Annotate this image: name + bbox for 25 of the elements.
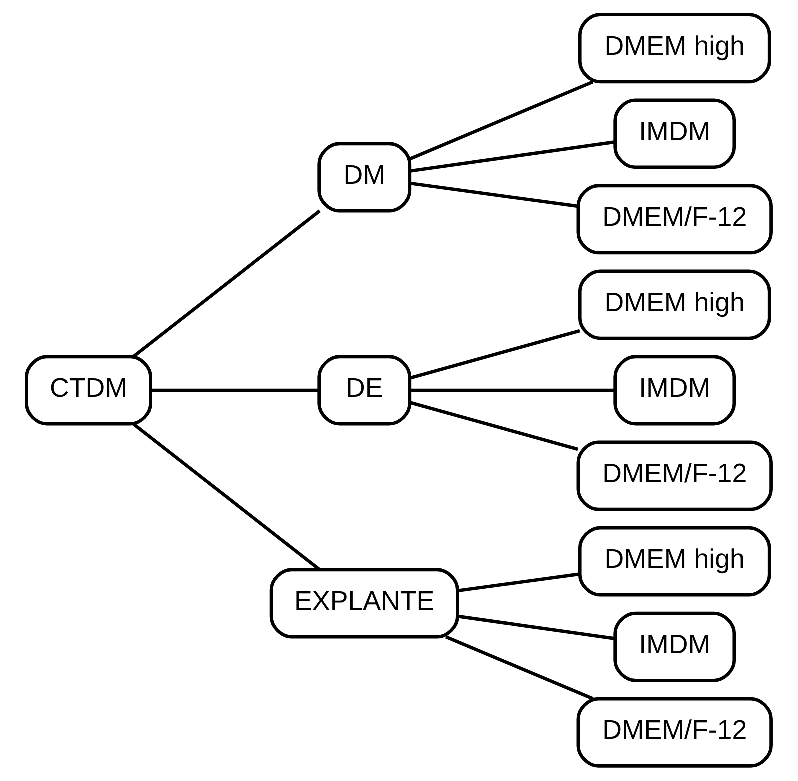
connector — [132, 422, 321, 572]
node-box: IMDM — [614, 355, 736, 426]
connector — [410, 329, 580, 380]
node-box: IMDM — [614, 612, 736, 682]
node-box: DMEM/F-12 — [576, 440, 773, 512]
node-box: DMEM high — [578, 270, 772, 340]
node-box: DMEM/F-12 — [576, 697, 773, 768]
connector — [458, 572, 580, 593]
node-box: DMEM high — [578, 13, 772, 84]
connector — [132, 210, 321, 358]
node-box: DM — [318, 142, 412, 213]
connector — [410, 401, 578, 452]
connector — [410, 388, 616, 392]
connector — [410, 140, 616, 173]
connector — [410, 80, 594, 161]
connector — [458, 614, 616, 640]
node-box: DMEM/F-12 — [576, 184, 773, 255]
connector — [410, 182, 578, 208]
node-box: IMDM — [614, 98, 736, 170]
node-box: EXPLANTE — [270, 568, 460, 639]
node-box: DMEM high — [578, 526, 772, 597]
connector — [150, 388, 320, 392]
node-box: CTDM — [25, 355, 152, 426]
node-box: DE — [318, 355, 412, 426]
connector — [445, 636, 594, 701]
